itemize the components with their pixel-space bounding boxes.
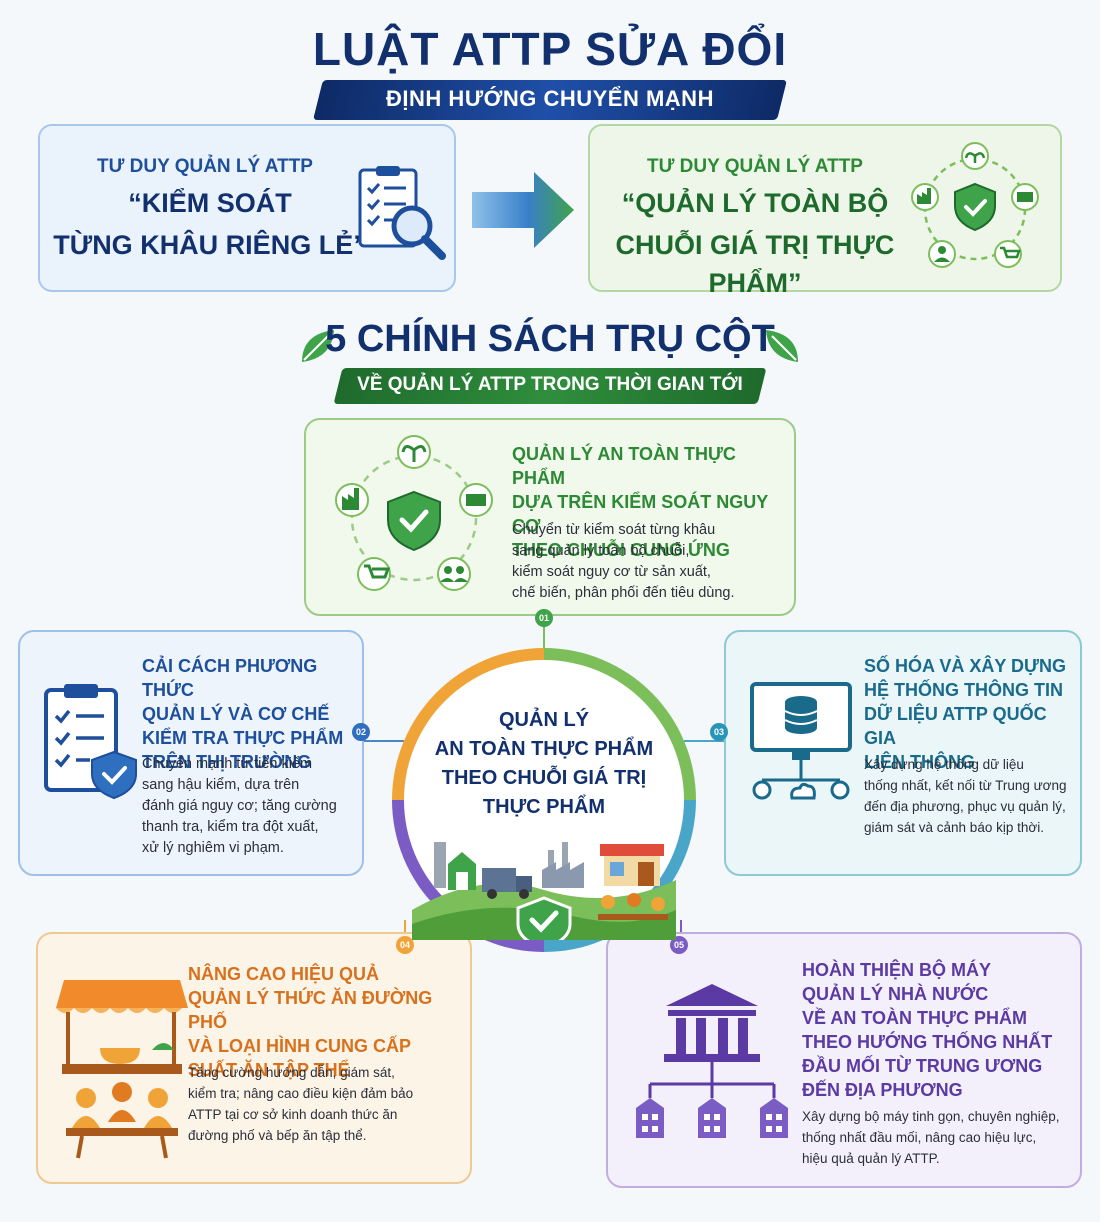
policy-card-4: NÂNG CAO HIỆU QUẢ QUẢN LÝ THỨC ĂN ĐƯỜNG … (36, 932, 472, 1184)
page-subtitle: ĐỊNH HƯỚNG CHUYỂN MẠNH (386, 86, 714, 111)
old-mindset-line2: TỪNG KHÂU RIÊNG LẺ” (53, 230, 367, 260)
clipboard-shield-icon (44, 684, 137, 800)
connector-line (543, 616, 545, 656)
value-chain-scene-icon (412, 842, 676, 940)
policy-5-title: HOÀN THIỆN BỘ MÁY QUẢN LÝ NHÀ NƯỚC VỀ AN… (802, 960, 1053, 1100)
value-chain-cycle-icon (335, 435, 493, 591)
center-title: QUẢN LÝ AN TOÀN THỰC PHẨM THEO CHUỖI GIÁ… (434, 709, 654, 818)
checklist-magnifier-icon (358, 166, 446, 260)
policy-card-5: HOÀN THIỆN BỘ MÁY QUẢN LÝ NHÀ NƯỚC VỀ AN… (606, 932, 1082, 1188)
policy-1-body: Chuyển từ kiểm soát từng khâu sang quản … (512, 522, 735, 601)
leaf-icon (766, 330, 798, 362)
policy-4-body: Tăng cường hướng dẫn, giám sát, kiểm tra… (188, 1065, 414, 1143)
policy-2-title: CẢI CÁCH PHƯƠNG THỨC QUẢN LÝ VÀ CƠ CHẾ K… (142, 656, 344, 772)
policy-1-title: QUẢN LÝ AN TOÀN THỰC PHẨM DỰA TRÊN KIỂM … (512, 444, 768, 560)
old-mindset-line1: “KIỂM SOÁT (128, 188, 292, 218)
connector-line (364, 740, 404, 742)
policy-4-title: NÂNG CAO HIỆU QUẢ QUẢN LÝ THỨC ĂN ĐƯỜNG … (188, 964, 433, 1080)
new-mindset-line1: “QUẢN LÝ TOÀN BỘ (621, 188, 889, 218)
policy-number-badge: 01 (535, 609, 553, 627)
new-mindset-label: TƯ DUY QUẢN LÝ ATTP (647, 156, 863, 177)
new-mindset-card: TƯ DUY QUẢN LÝ ATTP “QUẢN LÝ TOÀN BỘ CHU… (588, 124, 1062, 298)
policy-card-2: CẢI CÁCH PHƯƠNG THỨC QUẢN LÝ VÀ CƠ CHẾ K… (18, 630, 364, 876)
food-stall-icon (56, 980, 188, 1159)
policy-number-badge: 05 (670, 936, 688, 954)
database-monitor-icon (750, 682, 852, 800)
new-mindset-line2: CHUỖI GIÁ TRỊ THỰC PHẨM” (615, 230, 895, 298)
page-title: LUẬT ATTP SỬA ĐỔI (312, 23, 788, 75)
value-chain-cycle-icon (911, 142, 1039, 268)
policy-3-body: Xây dựng hệ thống dữ liệu thống nhất, kế… (864, 757, 1067, 835)
section-title: 5 CHÍNH SÁCH TRỤ CỘT (325, 318, 775, 360)
arrow-right-icon (472, 172, 574, 248)
old-mindset-card: TƯ DUY QUẢN LÝ ATTP “KIỂM SOÁT TỪNG KHÂU… (38, 124, 456, 292)
policy-2-body: Chuyển mạnh từ tiền kiểm sang hậu kiểm, … (142, 756, 337, 856)
policy-5-body: Xây dựng bộ máy tinh gọn, chuyên nghiệp,… (802, 1109, 1060, 1166)
policy-3-title: SỐ HÓA VÀ XÂY DỰNG HỆ THỐNG THÔNG TIN DỮ… (864, 656, 1066, 772)
connector-line (680, 920, 682, 940)
connector-line (684, 740, 724, 742)
policy-number-badge: 04 (396, 936, 414, 954)
policy-card-3: SỐ HÓA VÀ XÂY DỰNG HỆ THỐNG THÔNG TIN DỮ… (724, 630, 1082, 876)
section-subtitle: VỀ QUẢN LÝ ATTP TRONG THỜI GIAN TỚI (357, 374, 743, 395)
leaf-icon (302, 330, 334, 362)
connector-line (404, 920, 406, 940)
policy-number-badge: 03 (710, 723, 728, 741)
old-mindset-label: TƯ DUY QUẢN LÝ ATTP (97, 156, 313, 177)
government-building-icon (636, 984, 788, 1138)
policy-card-1: QUẢN LÝ AN TOÀN THỰC PHẨM DỰA TRÊN KIỂM … (304, 418, 796, 616)
policy-number-badge: 02 (352, 723, 370, 741)
